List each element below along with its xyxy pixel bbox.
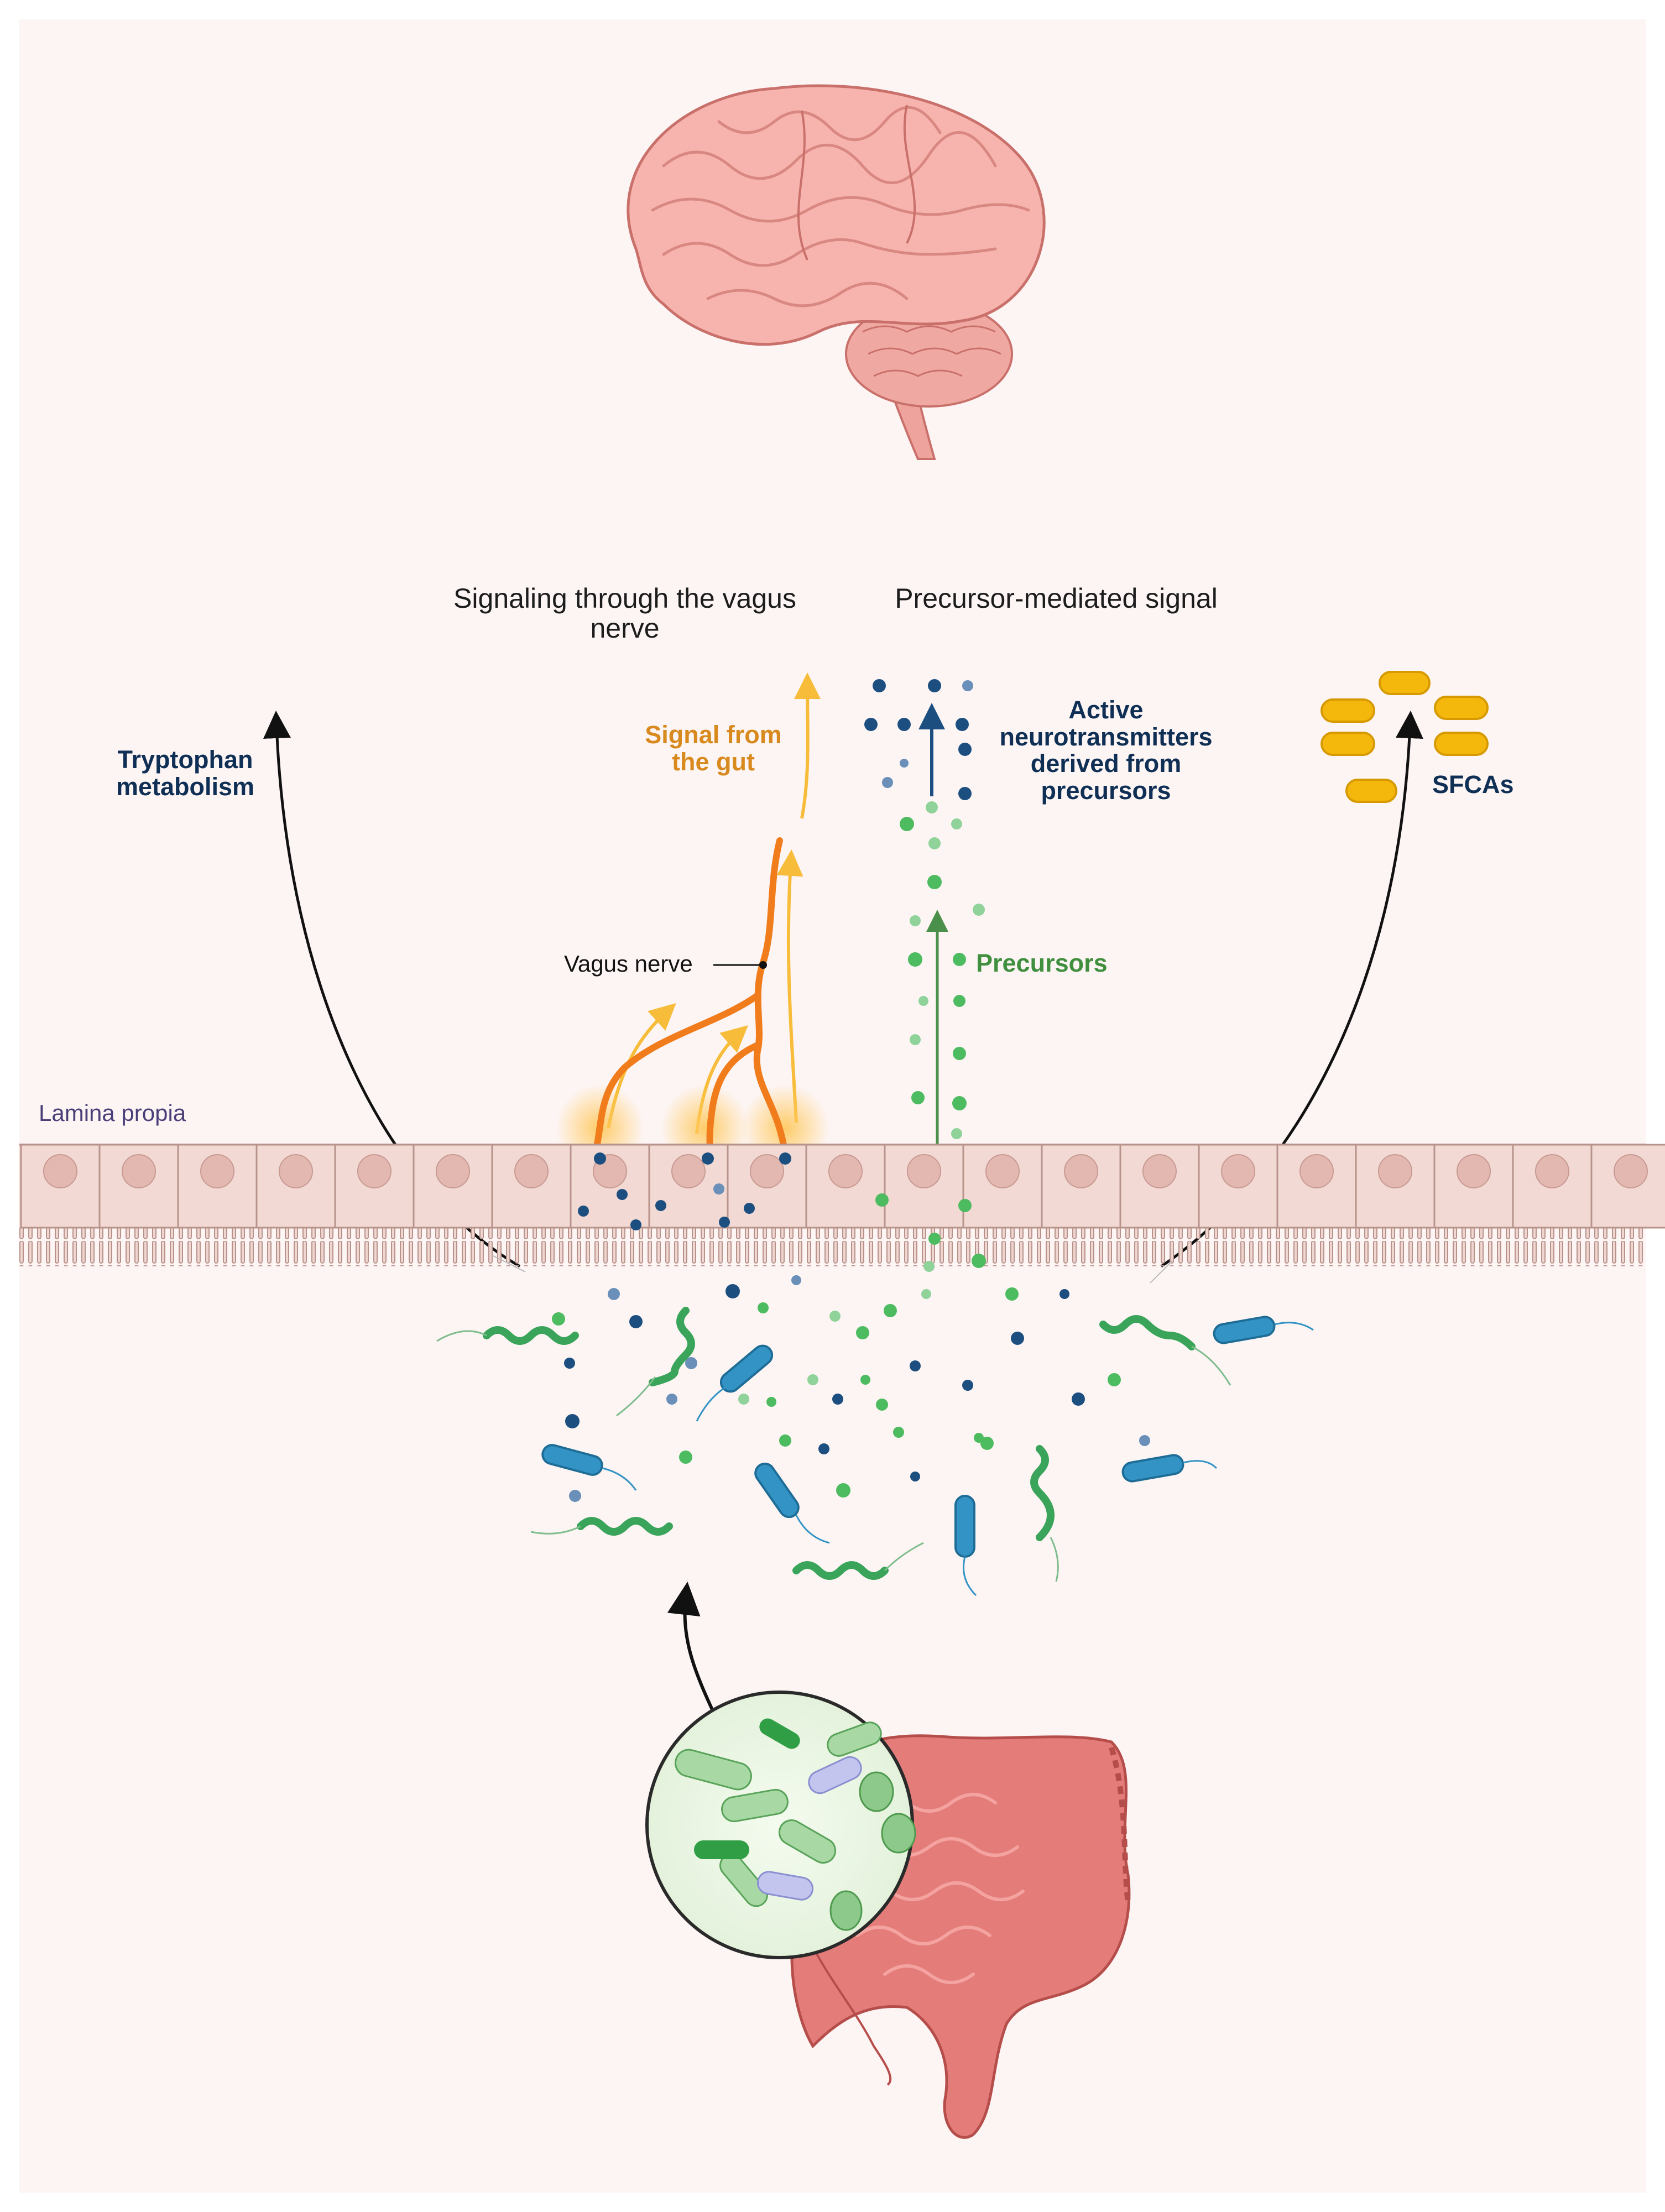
scfa-label: SFCAs bbox=[1432, 770, 1514, 799]
lumen-molecules bbox=[552, 1275, 1150, 1502]
active-neurotransmitters-label: Active neurotransmitters derived from pr… bbox=[999, 696, 1213, 805]
cell-nucleus bbox=[1614, 1154, 1648, 1188]
microbiota-magnifier-icon bbox=[645, 1691, 916, 1959]
cell-nucleus bbox=[1221, 1154, 1255, 1188]
tryptophan-source-line bbox=[492, 1255, 526, 1272]
vagus-signaling-heading: Signaling through the vagus nerve bbox=[453, 583, 796, 644]
cell-nucleus bbox=[1299, 1154, 1334, 1188]
cell-nucleus bbox=[1535, 1154, 1569, 1188]
lamina-propia-label: Lamina propia bbox=[39, 1100, 186, 1126]
cell-nucleus bbox=[1457, 1154, 1491, 1188]
cell-nucleus bbox=[1064, 1154, 1098, 1188]
scfa-capsules bbox=[1320, 671, 1489, 803]
cell-nucleus bbox=[907, 1154, 941, 1188]
cell-nucleus bbox=[985, 1154, 1020, 1188]
tryptophan-label: Tryptophan metabolism bbox=[116, 745, 255, 801]
cell-nucleus bbox=[436, 1154, 470, 1188]
cell-nucleus bbox=[1142, 1154, 1177, 1188]
precursors-label: Precursors bbox=[976, 949, 1108, 977]
precursor-dots bbox=[900, 801, 985, 1139]
cell-nucleus bbox=[750, 1154, 784, 1188]
gut-bacteria bbox=[436, 1307, 1314, 1597]
cell-nucleus bbox=[357, 1154, 392, 1188]
vagus-nerve-label: Vagus nerve bbox=[564, 951, 693, 977]
epithelial-cells bbox=[20, 1144, 1665, 1229]
cell-nucleus bbox=[43, 1154, 77, 1188]
cell-nucleus bbox=[828, 1154, 863, 1188]
cell-nucleus bbox=[200, 1154, 234, 1188]
epithelium-dots bbox=[578, 1152, 986, 1272]
signal-from-gut-label: Signal from the gut bbox=[645, 721, 782, 776]
cell-nucleus bbox=[514, 1154, 549, 1188]
cell-nucleus bbox=[671, 1154, 706, 1188]
brain-icon bbox=[627, 84, 1046, 460]
precursor-signal-heading: Precursor-mediated signal bbox=[895, 583, 1218, 614]
neurotransmitter-dots bbox=[864, 679, 973, 800]
cell-nucleus bbox=[1378, 1154, 1412, 1188]
scfa-source-line bbox=[1150, 1260, 1173, 1284]
cell-nucleus bbox=[279, 1154, 313, 1188]
cell-nucleus bbox=[122, 1154, 156, 1188]
